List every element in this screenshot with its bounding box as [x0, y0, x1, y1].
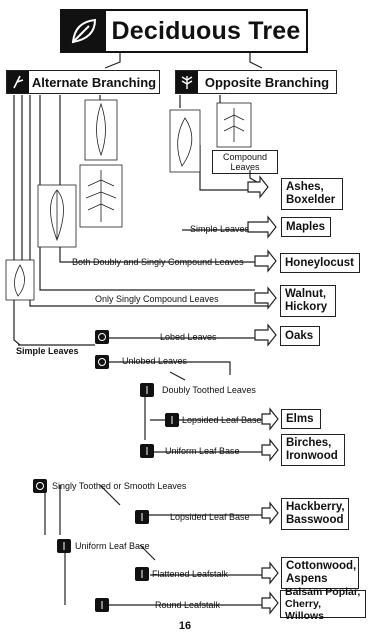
leaf-silhouette-icon	[57, 539, 71, 553]
flattened-leafstalk-label: Flattened Leafstalk	[152, 569, 229, 579]
leaf-silhouette-icon	[95, 330, 109, 344]
lopsided-leaf-base-2-label: Lopsided Leaf Base	[170, 512, 250, 522]
alternate-branching-label: Alternate Branching	[31, 74, 157, 90]
singly-toothed-label: Singly Toothed or Smooth Leaves	[52, 481, 187, 491]
leaf-silhouette-icon	[95, 355, 109, 369]
leaf-silhouette-icon	[140, 383, 154, 397]
leaf-silhouette-icon	[140, 444, 154, 458]
answer-honeylocust: Honeylocust	[280, 253, 360, 273]
answer-elms: Elms	[281, 409, 321, 429]
answer-ashes: Ashes, Boxelder	[281, 178, 343, 210]
page-number: 16	[178, 620, 192, 632]
opposite-branching-box: Opposite Branching	[175, 70, 337, 94]
uniform-leaf-base-1-label: Uniform Leaf Base	[165, 446, 240, 456]
compound-leaves-label: Compound Leaves	[212, 150, 278, 174]
simple-leaves-opposite-label: Simple Leaves	[190, 224, 250, 234]
round-leafstalk-label: Round Leafstalk	[155, 600, 221, 610]
answer-oaks: Oaks	[280, 326, 320, 346]
leaf-silhouette-icon	[135, 567, 149, 581]
alternate-branch-icon	[7, 71, 29, 93]
leaf-silhouette-icon	[135, 510, 149, 524]
simple-leaves-alternate-label: Simple Leaves	[16, 346, 79, 356]
doubly-toothed-label: Doubly Toothed Leaves	[162, 385, 256, 395]
leaf-silhouette-icon	[33, 479, 47, 493]
leaf-icon	[62, 11, 106, 51]
opposite-branch-icon	[176, 71, 198, 93]
answer-walnut: Walnut, Hickory	[280, 285, 336, 317]
lopsided-leaf-base-1-label: Lopsided Leaf Base	[182, 415, 262, 425]
page-title: Deciduous Tree	[111, 16, 301, 45]
opposite-branching-label: Opposite Branching	[204, 74, 330, 90]
unlobed-leaves-label: Unlobed Leaves	[122, 356, 188, 366]
both-compound-label: Both Doubly and Singly Compound Leaves	[72, 257, 244, 267]
title-box: Deciduous Tree	[60, 9, 308, 53]
answer-maples: Maples	[281, 217, 331, 237]
lobed-leaves-label: Lobed Leaves	[160, 332, 217, 342]
only-singly-compound-label: Only Singly Compound Leaves	[95, 294, 219, 304]
alternate-branching-box: Alternate Branching	[6, 70, 160, 94]
answer-birches: Birches, Ironwood	[281, 434, 345, 466]
leaf-silhouette-icon	[95, 598, 109, 612]
uniform-leaf-base-2-label: Uniform Leaf Base	[75, 541, 150, 551]
leaf-silhouette-icon	[165, 413, 179, 427]
answer-cottonwood: Cottonwood, Aspens	[281, 557, 359, 589]
answer-balsam: Balsam Poplar, Cherry, Willows	[280, 586, 366, 622]
answer-hackberry: Hackberry, Basswood	[281, 498, 349, 530]
